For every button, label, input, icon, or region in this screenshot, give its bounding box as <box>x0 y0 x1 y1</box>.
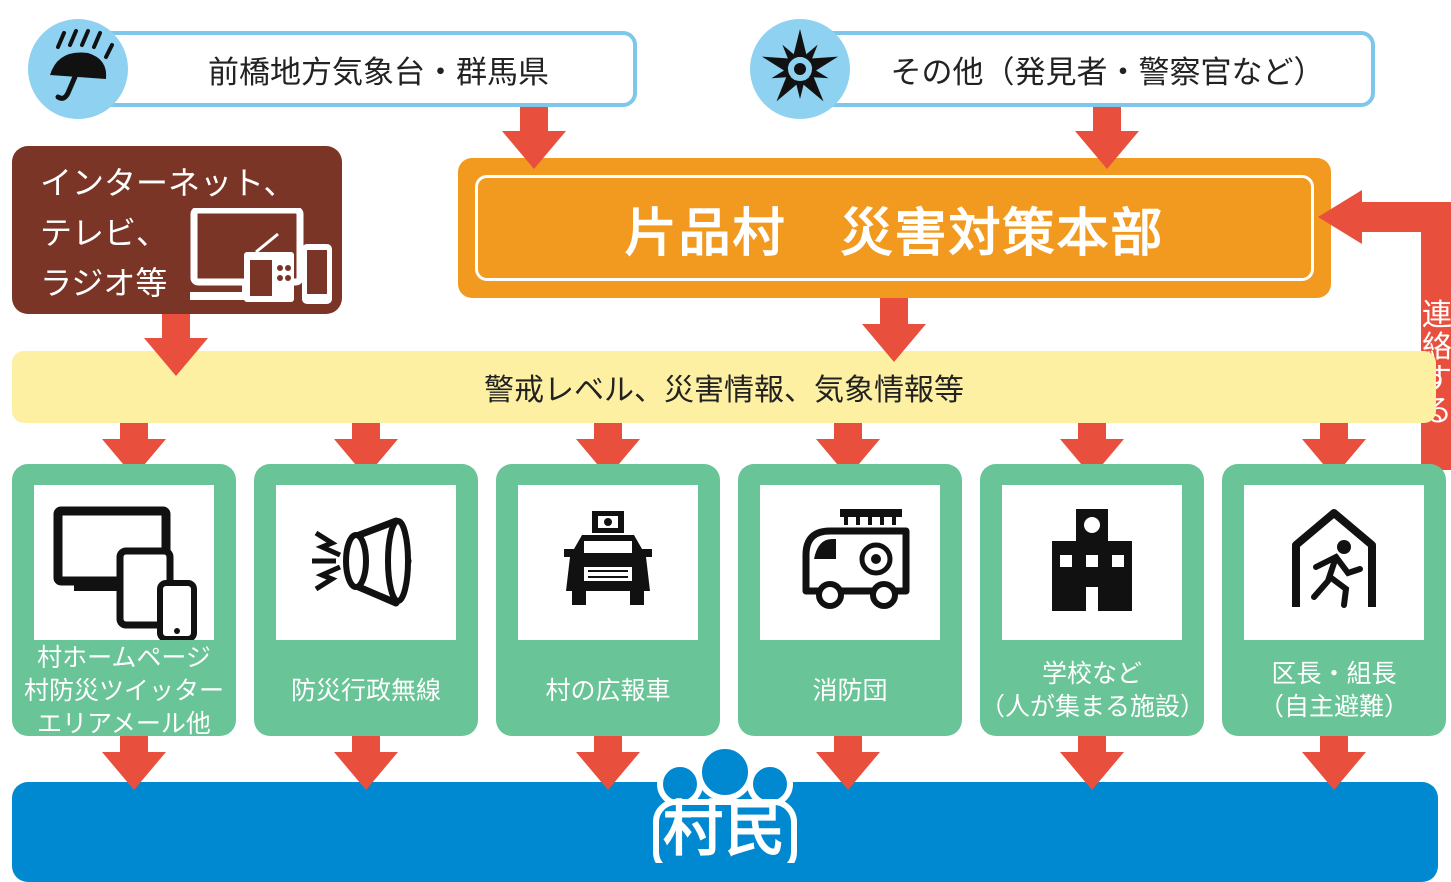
info-bar-label: 警戒レベル、災害情報、気象情報等 <box>484 373 964 408</box>
source-weather-box: 前橋地方気象台・群馬県 <box>80 31 637 107</box>
channel-to-residents-arrows <box>102 736 1366 790</box>
media-label-line3: ラジオ等 <box>40 264 168 302</box>
arrow-info-to-card-2 <box>334 423 398 477</box>
arrow-info-to-card-3 <box>576 423 640 477</box>
contact-feedback-arrow <box>1318 190 1451 470</box>
residents-label: 村民 <box>663 794 787 865</box>
arrow-info-to-card-4 <box>816 423 880 477</box>
headquarters-label: 片品村 災害対策本部 <box>475 175 1314 281</box>
source-weather-label: 前橋地方気象台・群馬県 <box>208 54 549 91</box>
arrow-info-to-card-5 <box>1060 423 1124 477</box>
channel-card-radio: 防災行政無線 <box>254 464 478 736</box>
tv-radio-phone-icon <box>190 208 332 304</box>
source-others-label: その他（発見者・警察官など） <box>890 54 1325 91</box>
media-box: インターネット、 テレビ、 ラジオ等 <box>12 146 342 314</box>
evacuation-icon <box>1292 509 1376 608</box>
info-bar: 警戒レベル、災害情報、気象情報等 <box>12 351 1436 423</box>
headquarters-box: 片品村 災害対策本部 <box>458 158 1331 298</box>
pr-vehicle-icon <box>564 511 652 605</box>
police-emblem-icon <box>750 19 850 119</box>
arrow-info-to-card-1 <box>102 423 166 477</box>
loudspeaker-icon <box>312 517 412 607</box>
channel-label: 区長・組長 （自主避難） <box>1258 659 1409 721</box>
channel-label: 防災行政無線 <box>290 675 441 705</box>
flow-arrows <box>102 107 1366 477</box>
arrow-hq-to-info <box>862 298 926 362</box>
channel-card-pr-vehicle: 村の広報車 <box>496 464 720 736</box>
channel-label: 村の広報車 <box>545 675 671 705</box>
fire-truck-icon <box>802 509 910 609</box>
channel-label: 消防団 <box>812 675 888 705</box>
channel-card-fire-brigade: 消防団 <box>738 464 962 736</box>
arrow-others-to-hq <box>1075 107 1139 169</box>
channel-card-district-head: 区長・組長 （自主避難） <box>1222 464 1446 736</box>
channel-icon-frame <box>276 485 456 640</box>
channel-icon-frame <box>518 485 698 640</box>
channel-icon-frame <box>760 485 940 640</box>
people-icon <box>653 743 797 863</box>
source-others-box: その他（発見者・警察官など） <box>800 31 1375 107</box>
channel-icon-frame <box>34 485 214 640</box>
channel-card-web: 村ホームページ 村防災ツイッター エリアメール他 <box>12 464 236 738</box>
devices-icon <box>53 506 197 640</box>
channel-label: 学校など （人が集まる施設） <box>980 659 1206 721</box>
school-icon <box>1052 509 1132 611</box>
channel-icon-frame <box>1244 485 1424 640</box>
channel-icon-frame <box>1002 485 1182 640</box>
media-label-line2: テレビ、 <box>40 214 169 252</box>
arrow-media-to-info <box>144 314 208 376</box>
channel-card-school: 学校など （人が集まる施設） <box>980 464 1206 736</box>
arrow-weather-to-hq <box>502 107 566 169</box>
umbrella-rain-icon <box>28 19 128 119</box>
channel-label: 村ホームページ 村防災ツイッター エリアメール他 <box>23 642 224 738</box>
arrow-info-to-card-6 <box>1302 423 1366 477</box>
media-label-line1: インターネット、 <box>40 164 296 202</box>
